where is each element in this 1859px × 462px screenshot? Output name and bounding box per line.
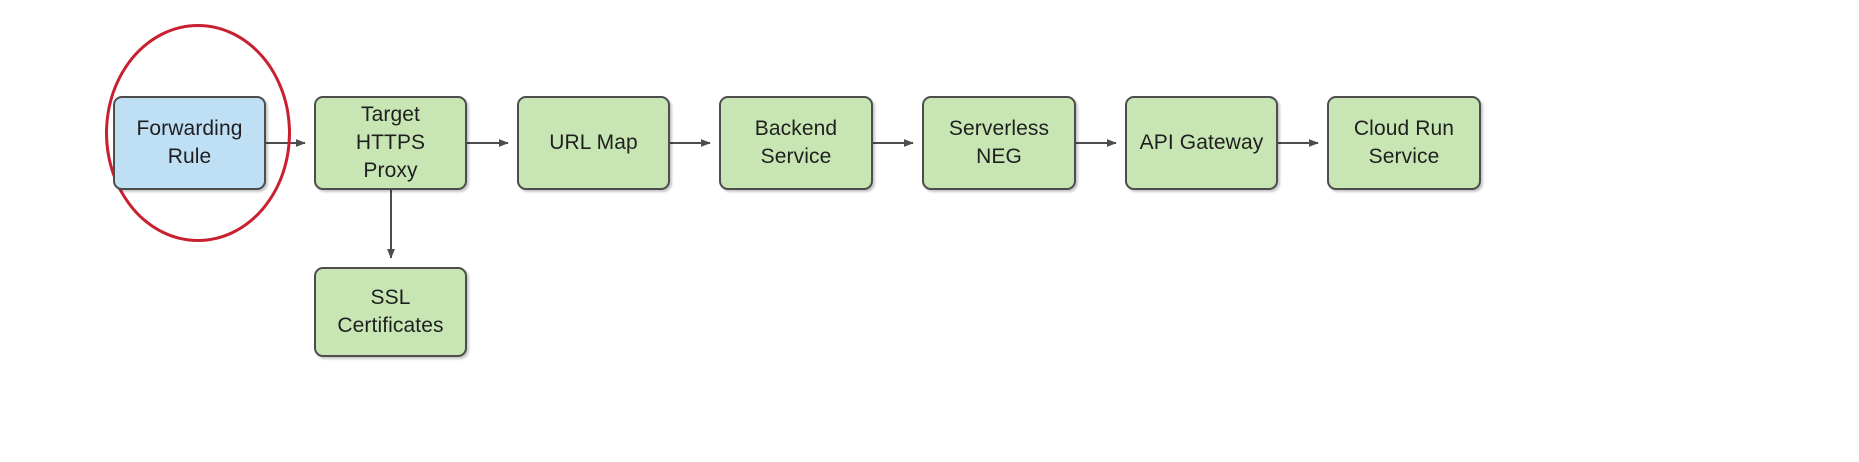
node-url-map-label: URL Map [549, 131, 638, 155]
node-target-https-proxy[interactable]: Target HTTPS Proxy [314, 96, 467, 190]
node-backend-service-label: Backend Service [754, 117, 838, 168]
node-serverless-neg[interactable]: Serverless NEG [922, 96, 1076, 190]
node-forwarding-rule[interactable]: Forwarding Rule [113, 96, 266, 190]
node-api-gateway[interactable]: API Gateway [1125, 96, 1278, 190]
node-cloud-run-service[interactable]: Cloud Run Service [1327, 96, 1481, 190]
node-backend-service[interactable]: Backend Service [719, 96, 873, 190]
node-api-gateway-label: API Gateway [1139, 131, 1264, 155]
node-forwarding-rule-label: Forwarding Rule [136, 117, 243, 168]
forwarding-rule-highlight-ellipse [105, 24, 291, 242]
node-url-map[interactable]: URL Map [517, 96, 670, 190]
node-serverless-neg-label: Serverless NEG [948, 117, 1050, 168]
node-cloud-run-service-label: Cloud Run Service [1353, 117, 1455, 168]
node-target-https-proxy-label: Target HTTPS Proxy [355, 103, 426, 182]
node-ssl-certificates[interactable]: SSL Certificates [314, 267, 467, 357]
node-ssl-certificates-label: SSL Certificates [337, 286, 444, 337]
